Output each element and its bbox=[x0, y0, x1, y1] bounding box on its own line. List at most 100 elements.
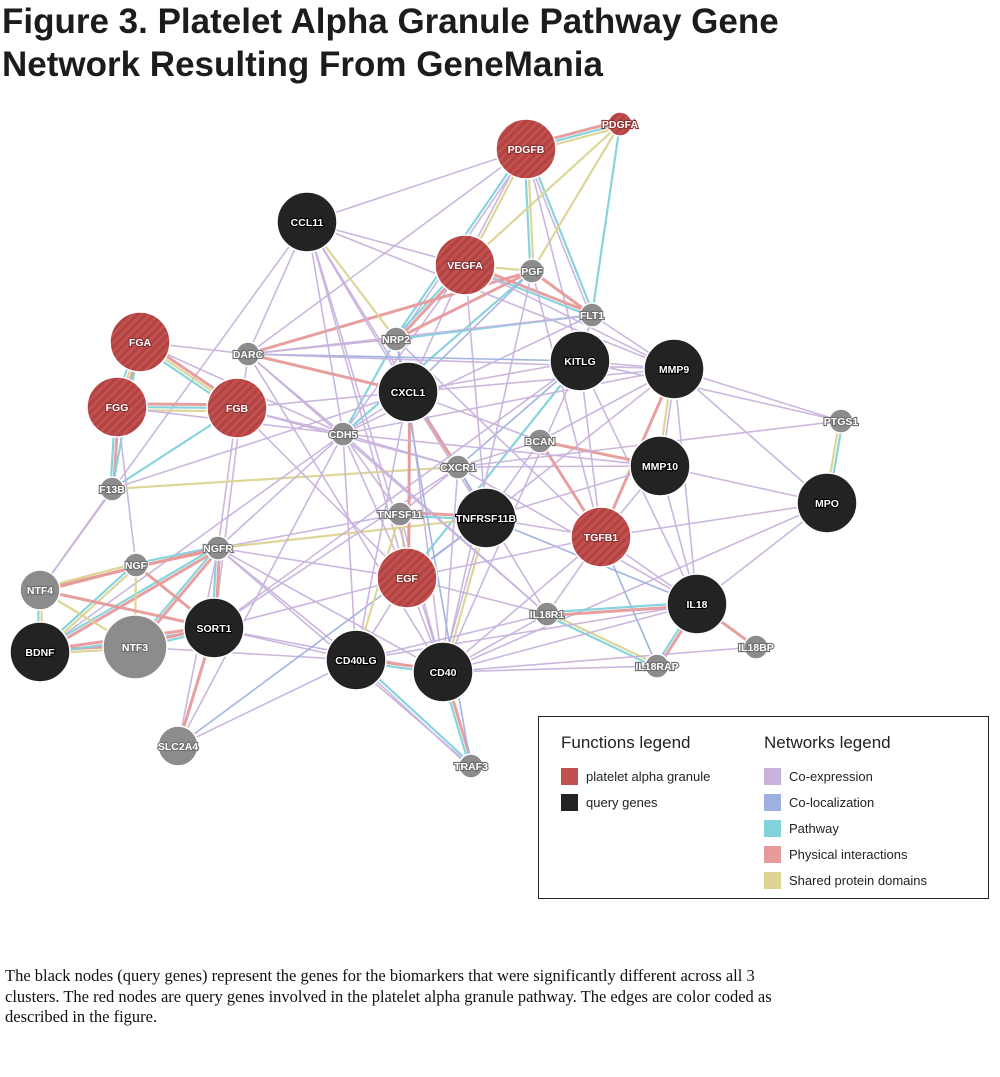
node-circle-fgg[interactable] bbox=[86, 376, 148, 438]
node-traf3[interactable]: TRAF3 bbox=[453, 753, 489, 779]
node-ngfr[interactable]: NGFR bbox=[202, 535, 234, 561]
node-vegfa[interactable]: VEGFA bbox=[434, 234, 496, 296]
node-circle-pdgfb[interactable] bbox=[495, 118, 557, 180]
node-circle-il18r1[interactable] bbox=[534, 601, 560, 627]
node-circle-darc[interactable] bbox=[235, 341, 261, 367]
node-cxcr1[interactable]: CXCR1 bbox=[439, 454, 477, 480]
edge-darc-cd40-coexp bbox=[247, 353, 444, 673]
node-circle-il18[interactable] bbox=[666, 573, 728, 635]
node-bdnf[interactable]: BDNF bbox=[9, 621, 71, 683]
node-mmp10[interactable]: MMP10 bbox=[629, 435, 691, 497]
node-circle-sort1[interactable] bbox=[183, 597, 245, 659]
node-label-bcan: BCAN bbox=[525, 436, 555, 448]
node-pdgfa[interactable]: PDGFA bbox=[601, 111, 640, 137]
node-il18rap[interactable]: IL18RAP bbox=[634, 653, 680, 679]
edge-mmp10-cxcr1-coexp bbox=[457, 465, 661, 468]
edge-pdgfb-kitlg-coexp bbox=[525, 148, 581, 362]
node-circle-cdh5[interactable] bbox=[330, 421, 356, 447]
node-circle-cd40lg[interactable] bbox=[325, 629, 387, 691]
node-il18bp[interactable]: IL18BP bbox=[737, 634, 775, 660]
node-kitlg[interactable]: KITLG bbox=[549, 330, 611, 392]
node-circle-ptgs1[interactable] bbox=[828, 408, 854, 434]
node-circle-cxcl1[interactable] bbox=[377, 361, 439, 423]
node-circle-mmp9[interactable] bbox=[643, 338, 705, 400]
node-circle-vegfa[interactable] bbox=[434, 234, 496, 296]
node-circle-ntf3[interactable] bbox=[102, 614, 168, 680]
node-circle-tnfsf11[interactable] bbox=[387, 501, 413, 527]
legend-label: Co-expression bbox=[789, 768, 873, 784]
node-circle-cd40[interactable] bbox=[412, 641, 474, 703]
node-fgb[interactable]: FGB bbox=[206, 377, 268, 439]
edge-ptgs1-kitlg-coexp bbox=[579, 360, 842, 422]
node-ngf[interactable]: NGF bbox=[123, 552, 149, 578]
node-circle-mmp10[interactable] bbox=[629, 435, 691, 497]
node-tgfb1[interactable]: TGFB1 bbox=[570, 506, 632, 568]
node-circle-tnfrsf11b[interactable] bbox=[455, 487, 517, 549]
node-ptgs1[interactable]: PTGS1 bbox=[823, 408, 859, 434]
node-cd40[interactable]: CD40 bbox=[412, 641, 474, 703]
node-label-darc: DARC bbox=[233, 349, 264, 361]
node-circle-flt1[interactable] bbox=[579, 302, 605, 328]
node-fgg[interactable]: FGG bbox=[86, 376, 148, 438]
node-circle-il18rap[interactable] bbox=[644, 653, 670, 679]
node-pgf[interactable]: PGF bbox=[519, 258, 545, 284]
node-ccl11[interactable]: CCL11 bbox=[276, 191, 338, 253]
legend-box: Functions legend platelet alpha granule … bbox=[538, 716, 989, 899]
node-label-egf: EGF bbox=[396, 573, 418, 585]
node-circle-ntf4[interactable] bbox=[19, 569, 61, 611]
node-cd40lg[interactable]: CD40LG bbox=[325, 629, 387, 691]
node-darc[interactable]: DARC bbox=[232, 341, 265, 367]
node-circle-nrp2[interactable] bbox=[383, 326, 409, 352]
edge-slc2a4-cdh5-coexp bbox=[177, 433, 344, 747]
node-il18r1[interactable]: IL18R1 bbox=[529, 601, 565, 627]
node-circle-ngf[interactable] bbox=[123, 552, 149, 578]
node-tnfrsf11b[interactable]: TNFRSF11B bbox=[455, 487, 518, 549]
node-circle-slc2a4[interactable] bbox=[157, 725, 199, 767]
node-il18[interactable]: IL18 bbox=[666, 573, 728, 635]
node-fga[interactable]: FGA bbox=[109, 311, 171, 373]
node-circle-ccl11[interactable] bbox=[276, 191, 338, 253]
node-circle-kitlg[interactable] bbox=[549, 330, 611, 392]
node-pdgfb[interactable]: PDGFB bbox=[495, 118, 557, 180]
node-circle-pgf[interactable] bbox=[519, 258, 545, 284]
node-tnfsf11[interactable]: TNFSF11 bbox=[376, 501, 424, 527]
node-circle-fgb[interactable] bbox=[206, 377, 268, 439]
node-circle-traf3[interactable] bbox=[458, 753, 484, 779]
edge-tgfb1-egf-coexp bbox=[406, 536, 602, 579]
node-circle-cxcr1[interactable] bbox=[445, 454, 471, 480]
node-cdh5[interactable]: CDH5 bbox=[328, 421, 359, 447]
node-circle-mpo[interactable] bbox=[796, 472, 858, 534]
node-slc2a4[interactable]: SLC2A4 bbox=[157, 725, 199, 767]
node-circle-f13b[interactable] bbox=[99, 476, 125, 502]
node-circle-pdgfa[interactable] bbox=[607, 111, 633, 137]
node-mpo[interactable]: MPO bbox=[796, 472, 858, 534]
node-circle-egf[interactable] bbox=[376, 547, 438, 609]
node-mmp9[interactable]: MMP9 bbox=[643, 338, 705, 400]
edge-pgf-tgfb1-coexp bbox=[531, 270, 602, 538]
node-label-fgb: FGB bbox=[226, 403, 249, 415]
node-circle-il18bp[interactable] bbox=[743, 634, 769, 660]
node-circle-bdnf[interactable] bbox=[9, 621, 71, 683]
node-circle-fga[interactable] bbox=[109, 311, 171, 373]
node-bcan[interactable]: BCAN bbox=[524, 428, 556, 454]
node-circle-ngfr[interactable] bbox=[205, 535, 231, 561]
node-f13b[interactable]: F13B bbox=[98, 476, 126, 502]
node-circle-tgfb1[interactable] bbox=[570, 506, 632, 568]
edge-mmp9-tnfrsf11b-coexp bbox=[485, 368, 675, 519]
node-label-mmp10: MMP10 bbox=[642, 461, 678, 473]
node-flt1[interactable]: FLT1 bbox=[579, 302, 605, 328]
node-egf[interactable]: EGF bbox=[376, 547, 438, 609]
node-ntf3[interactable]: NTF3 bbox=[102, 614, 168, 680]
edge-cd40lg-il18-coexp bbox=[355, 603, 698, 661]
edge-mmp9-il18-coexp bbox=[673, 368, 698, 605]
co-localization-swatch bbox=[764, 793, 781, 811]
node-circle-bcan[interactable] bbox=[527, 428, 553, 454]
legend-label: platelet alpha granule bbox=[586, 768, 711, 784]
edge-ntf3-cd40lg-coexp bbox=[134, 646, 357, 661]
node-sort1[interactable]: SORT1 bbox=[183, 597, 245, 659]
node-nrp2[interactable]: NRP2 bbox=[381, 326, 411, 352]
node-cxcl1[interactable]: CXCL1 bbox=[377, 361, 439, 423]
node-ntf4[interactable]: NTF4 bbox=[19, 569, 61, 611]
